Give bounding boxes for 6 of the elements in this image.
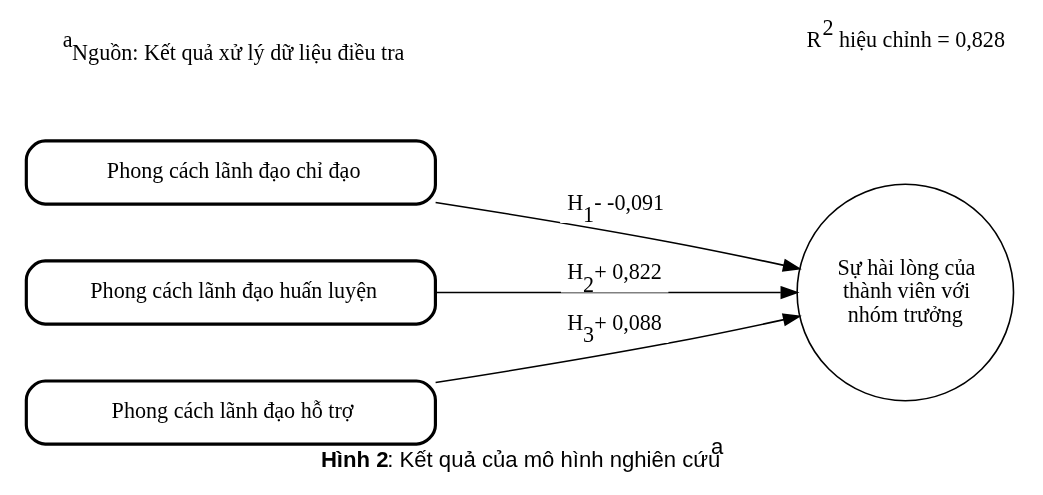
- node-box: Phong cách lãnh đạo hỗ trợ: [24, 379, 437, 446]
- node-circle: Sự hài lòng của thành viên với nhóm trưởng: [796, 183, 1015, 402]
- node-box: Phong cách lãnh đạo huấn luyện: [24, 259, 437, 326]
- node-box: Phong cách lãnh đạo chỉ đạo: [24, 139, 437, 206]
- arrow: [434, 313, 802, 384]
- arrow: [434, 201, 802, 272]
